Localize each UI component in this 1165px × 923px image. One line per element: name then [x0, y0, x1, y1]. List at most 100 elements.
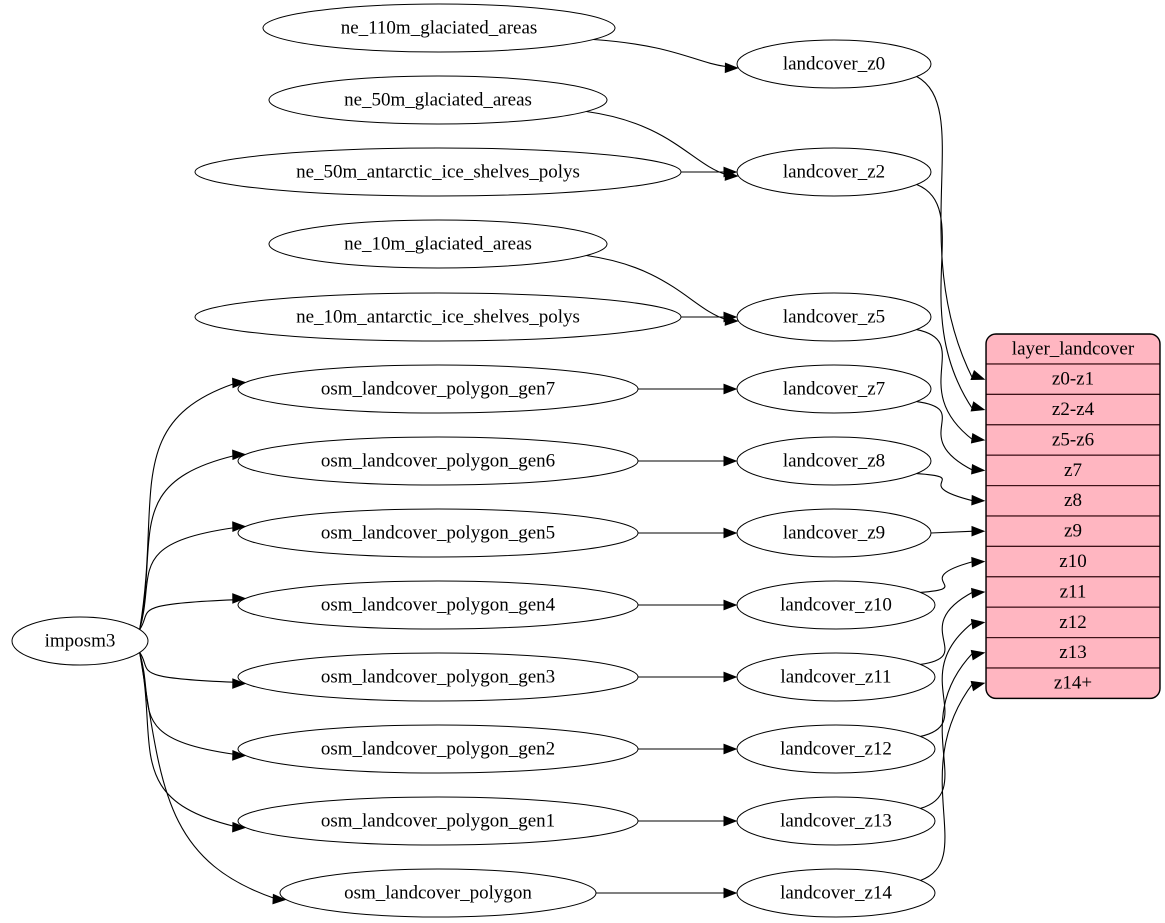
node-label-ne_50m_antarctic_ice_shelves_polys: ne_50m_antarctic_ice_shelves_polys — [296, 161, 580, 182]
table-row-label-z2-z4: z2-z4 — [1052, 399, 1095, 420]
node-shape-imposm3 — [11, 616, 149, 666]
edge-arrowhead — [723, 166, 738, 178]
edge-imposm3--osm_landcover_polygon_gen6 — [139, 449, 247, 630]
edge-landcover_z10--layer_landcover:z10 — [920, 556, 986, 594]
node-landcover_z9[interactable]: landcover_z9 — [736, 508, 932, 558]
node-shape-osm_landcover_polygon_gen3 — [237, 652, 639, 702]
layer-landcover-table: layer_landcoverz0-z1z2-z4z5-z6z7z8z9z10z… — [985, 333, 1161, 700]
edge-line — [139, 652, 234, 755]
edge-line — [916, 400, 974, 471]
node-ne_50m_glaciated_areas[interactable]: ne_50m_glaciated_areas — [268, 75, 608, 125]
edge-landcover_z13--layer_landcover:z13 — [920, 649, 986, 809]
edge-imposm3--osm_landcover_polygon_gen3 — [139, 652, 247, 689]
edge-osm_landcover_polygon--landcover_z14 — [596, 887, 738, 899]
node-ne_10m_glaciated_areas[interactable]: ne_10m_glaciated_areas — [268, 219, 608, 269]
table-row-z14+[interactable] — [986, 667, 1160, 699]
edge-line — [920, 652, 974, 809]
node-osm_landcover_polygon[interactable]: osm_landcover_polygon — [279, 868, 597, 918]
node-osm_landcover_polygon_gen4[interactable]: osm_landcover_polygon_gen4 — [237, 580, 639, 630]
node-osm_landcover_polygon_gen6[interactable]: osm_landcover_polygon_gen6 — [237, 436, 639, 486]
node-landcover_z11[interactable]: landcover_z11 — [736, 652, 936, 702]
edge-arrowhead — [723, 311, 738, 323]
node-label-landcover_z12: landcover_z12 — [780, 738, 892, 759]
edge-arrowhead — [970, 369, 986, 381]
node-osm_landcover_polygon_gen2[interactable]: osm_landcover_polygon_gen2 — [237, 724, 639, 774]
node-shape-landcover_z12 — [736, 724, 936, 774]
node-shape-ne_10m_glaciated_areas — [268, 219, 608, 269]
node-shape-landcover_z13 — [736, 796, 936, 846]
node-landcover_z7[interactable]: landcover_z7 — [736, 364, 932, 414]
node-landcover_z8[interactable]: landcover_z8 — [736, 436, 932, 486]
edge-arrowhead — [970, 649, 986, 661]
node-label-ne_10m_antarctic_ice_shelves_polys: ne_10m_antarctic_ice_shelves_polys — [296, 306, 580, 327]
node-landcover_z13[interactable]: landcover_z13 — [736, 796, 936, 846]
edge-landcover_z5--layer_landcover:z5-z6 — [916, 329, 986, 444]
node-shape-landcover_z7 — [736, 364, 932, 414]
edge-ne_50m_antarctic_ice_shelves_polys--landcover_z2 — [681, 166, 738, 178]
edge-arrowhead — [971, 587, 986, 599]
table-row-label-z11: z11 — [1060, 581, 1087, 602]
edge-osm_landcover_polygon_gen2--landcover_z12 — [638, 743, 738, 755]
edge-line — [139, 527, 234, 630]
edge-arrowhead — [970, 401, 986, 412]
table-row-z12[interactable] — [986, 606, 1160, 639]
node-label-landcover_z11: landcover_z11 — [780, 666, 891, 687]
edge-arrowhead — [723, 599, 738, 611]
edge-imposm3--osm_landcover_polygon_gen7 — [139, 377, 247, 630]
node-label-ne_10m_glaciated_areas: ne_10m_glaciated_areas — [344, 233, 532, 254]
edge-landcover_z2--layer_landcover:z2-z4 — [916, 184, 986, 412]
node-shape-osm_landcover_polygon_gen5 — [237, 508, 639, 558]
edge-osm_landcover_polygon_gen4--landcover_z10 — [638, 599, 738, 611]
node-osm_landcover_polygon_gen5[interactable]: osm_landcover_polygon_gen5 — [237, 508, 639, 558]
node-shape-ne_10m_antarctic_ice_shelves_polys — [194, 292, 682, 342]
node-osm_landcover_polygon_gen3[interactable]: osm_landcover_polygon_gen3 — [237, 652, 639, 702]
node-landcover_z5[interactable]: landcover_z5 — [736, 292, 932, 342]
node-label-landcover_z14: landcover_z14 — [780, 882, 892, 903]
node-label-landcover_z10: landcover_z10 — [780, 594, 892, 615]
table-row-z9[interactable] — [986, 515, 1160, 547]
edge-imposm3--osm_landcover_polygon_gen5 — [139, 521, 247, 630]
edge-arrowhead — [723, 455, 738, 467]
node-ne_50m_antarctic_ice_shelves_polys[interactable]: ne_50m_antarctic_ice_shelves_polys — [194, 147, 682, 197]
edge-arrowhead — [232, 521, 247, 532]
edge-osm_landcover_polygon_gen3--landcover_z11 — [638, 671, 738, 683]
node-label-osm_landcover_polygon_gen4: osm_landcover_polygon_gen4 — [321, 594, 556, 615]
edge-landcover_z9--layer_landcover:z9 — [930, 525, 986, 537]
node-shape-landcover_z8 — [736, 436, 932, 486]
node-label-osm_landcover_polygon_gen5: osm_landcover_polygon_gen5 — [321, 522, 555, 543]
node-shape-osm_landcover_polygon_gen6 — [237, 436, 639, 486]
edge-line — [586, 110, 727, 176]
node-landcover_z10[interactable]: landcover_z10 — [736, 580, 936, 630]
node-ne_110m_glaciated_areas[interactable]: ne_110m_glaciated_areas — [262, 3, 616, 53]
node-label-osm_landcover_polygon_gen6: osm_landcover_polygon_gen6 — [321, 450, 555, 471]
node-landcover_z14[interactable]: landcover_z14 — [736, 868, 936, 918]
table-row-label-z12: z12 — [1059, 612, 1086, 633]
edge-arrowhead — [232, 821, 247, 833]
table-row-z10[interactable] — [986, 545, 1160, 578]
node-ne_10m_antarctic_ice_shelves_polys[interactable]: ne_10m_antarctic_ice_shelves_polys — [194, 292, 682, 342]
node-label-osm_landcover_polygon: osm_landcover_polygon — [344, 882, 532, 903]
node-label-ne_110m_glaciated_areas: ne_110m_glaciated_areas — [341, 17, 538, 38]
edge-osm_landcover_polygon_gen7--landcover_z7 — [638, 383, 738, 395]
edge-arrowhead — [970, 680, 986, 692]
edge-arrowhead — [232, 678, 247, 689]
node-shape-osm_landcover_polygon_gen2 — [237, 724, 639, 774]
node-osm_landcover_polygon_gen1[interactable]: osm_landcover_polygon_gen1 — [237, 796, 639, 846]
node-label-landcover_z8: landcover_z8 — [783, 450, 885, 471]
edge-line — [586, 254, 727, 321]
node-label-osm_landcover_polygon_gen2: osm_landcover_polygon_gen2 — [321, 738, 555, 759]
edge-line — [916, 329, 974, 441]
node-imposm3[interactable]: imposm3 — [11, 616, 149, 666]
edge-arrowhead — [723, 527, 738, 539]
table-row-z5-z6[interactable] — [986, 424, 1160, 456]
node-osm_landcover_polygon_gen7[interactable]: osm_landcover_polygon_gen7 — [237, 364, 639, 414]
edge-landcover_z8--layer_landcover:z8 — [916, 472, 986, 506]
edge-arrowhead — [971, 525, 986, 537]
edge-osm_landcover_polygon_gen1--landcover_z13 — [638, 815, 738, 827]
node-landcover_z12[interactable]: landcover_z12 — [736, 724, 936, 774]
table-row-z8[interactable] — [986, 485, 1160, 517]
edge-line — [930, 530, 975, 534]
edge-line — [920, 682, 974, 881]
node-landcover_z2[interactable]: landcover_z2 — [736, 147, 932, 197]
node-landcover_z0[interactable]: landcover_z0 — [736, 39, 932, 89]
